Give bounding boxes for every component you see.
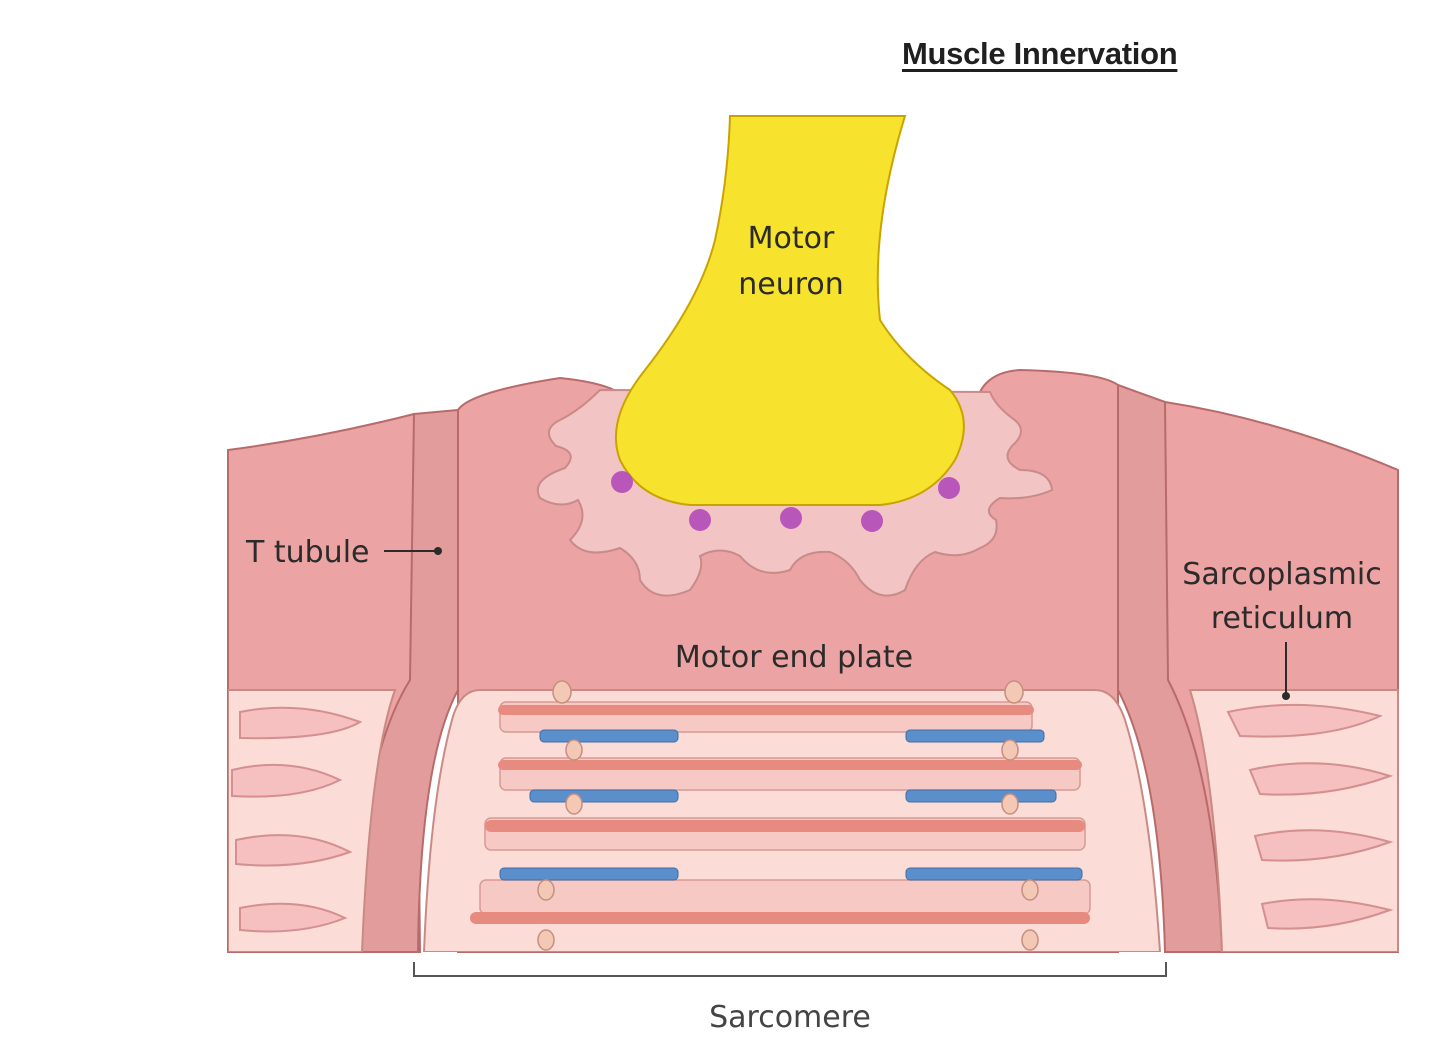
t-tubule-left	[353, 408, 459, 953]
label-motor-neuron-line2: neuron	[738, 267, 844, 302]
sarcoplasmic-reticulum	[231, 703, 1394, 933]
fiber-interior-left	[228, 689, 397, 952]
label-t-tubule: T tubule	[245, 535, 370, 570]
label-sarcoplasmic-line2: reticulum	[1211, 601, 1353, 636]
label-motor-end-plate: Motor end plate	[675, 640, 913, 675]
fiber-interior-right	[1188, 689, 1399, 952]
label-motor-neuron-line1: Motor	[748, 221, 835, 256]
thin-filaments	[470, 705, 1090, 924]
t-tubule-leader-dot	[434, 547, 442, 555]
label-sarcomere: Sarcomere	[709, 1000, 871, 1035]
sarcoplasmic-leader-dot	[1282, 692, 1290, 700]
diagram-title: Muscle Innervation	[902, 36, 1178, 71]
reticulum-tips	[537, 680, 1039, 951]
sarcomere-bracket	[413, 962, 1167, 977]
synaptic-vesicles	[611, 471, 960, 532]
label-sarcoplasmic-line1: Sarcoplasmic	[1182, 557, 1381, 592]
motor-neuron	[614, 115, 965, 506]
